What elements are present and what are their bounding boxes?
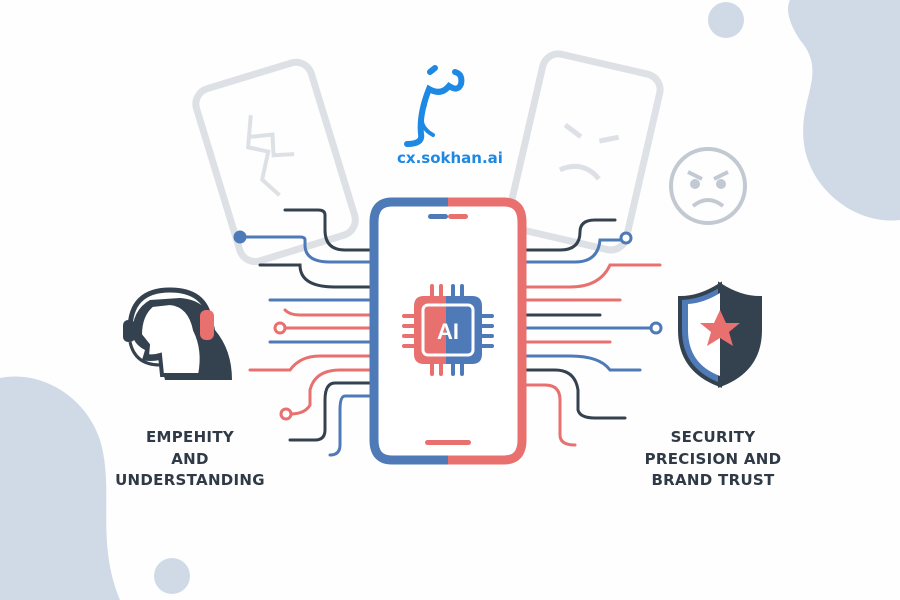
ai-chip-icon <box>402 284 494 376</box>
security-label: SECURITY PRECISION AND BRAND TRUST <box>613 427 813 492</box>
background-blob-top-right <box>788 0 900 221</box>
headset-agent-icon <box>123 287 232 380</box>
circuit-wires-right <box>522 218 662 447</box>
label-line: UNDERSTANDING <box>115 471 265 489</box>
smartphone <box>369 197 527 465</box>
phone-speaker <box>428 214 448 219</box>
phone-home-bar <box>425 440 471 445</box>
background-blob-bottom-left <box>0 376 120 600</box>
empathy-label: EMPEHITY AND UNDERSTANDING <box>90 427 290 492</box>
background-circle <box>708 2 744 38</box>
connector-dots-right <box>619 231 663 335</box>
label-line: PRECISION AND <box>644 449 782 468</box>
connector-dots-left <box>233 230 293 421</box>
brand-domain: cx.sokhan.ai <box>397 149 503 167</box>
label-line: BRAND TRUST <box>651 471 775 489</box>
chip-label: AI <box>437 319 459 344</box>
angry-face-icon <box>669 147 747 225</box>
background-circle <box>154 558 190 594</box>
shield-star-icon <box>678 281 762 388</box>
label-line: AND <box>171 449 209 468</box>
circuit-wires-left <box>244 208 374 457</box>
label-line: SECURITY <box>670 428 756 446</box>
angry-phone-icon <box>505 50 664 254</box>
phone-speaker <box>448 214 468 219</box>
broken-phone-icon <box>192 58 359 266</box>
sokhan-logo <box>404 65 465 147</box>
label-line: EMPEHITY <box>145 428 235 446</box>
